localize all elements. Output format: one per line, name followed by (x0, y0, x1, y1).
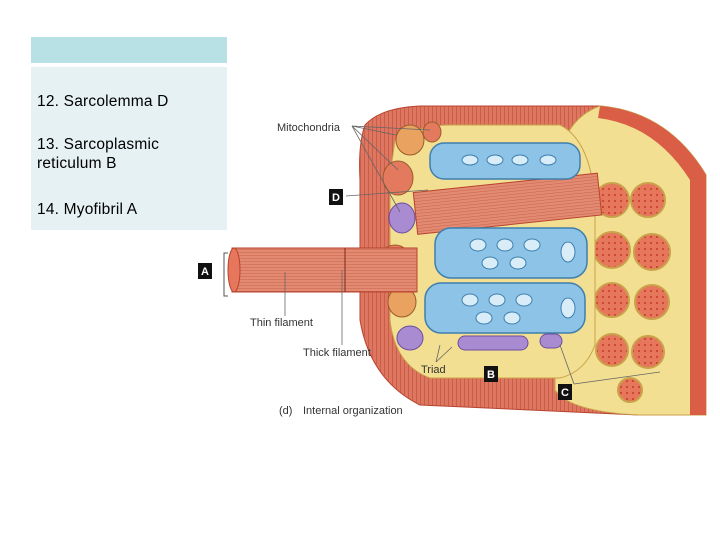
protruding-myofibril (227, 247, 418, 293)
label-thin-filament: Thin filament (250, 317, 313, 329)
leader-lines (284, 125, 661, 385)
label-thick-filament: Thick filament (303, 347, 371, 359)
caption-part: (d) (279, 405, 292, 417)
letter-key-d: D (329, 189, 343, 205)
answer-item-sarcoplasmic-reticulum: 13. Sarcoplasmic reticulum B (37, 136, 160, 172)
letter-key-c: C (558, 384, 572, 400)
svg-text:B: B (487, 369, 495, 381)
letter-key-b: B (484, 366, 498, 382)
answer-key-box: 12. Sarcolemma D 13. Sarcoplasmic reticu… (31, 67, 227, 230)
answer-item-myofibril: 14. Myofibril A (37, 201, 138, 218)
svg-text:D: D (332, 192, 340, 204)
myofibril-cross-sections (593, 182, 671, 403)
letter-key-a: A (198, 263, 212, 279)
caption-text: Internal organization (303, 405, 403, 417)
label-triad: Triad (421, 364, 446, 376)
myofibril-striped (412, 172, 603, 235)
label-mitochondria: Mitochondria (277, 122, 341, 134)
svg-text:C: C (561, 387, 569, 399)
answer-header-bar (31, 37, 227, 63)
bracket-a (223, 252, 228, 297)
svg-text:A: A (201, 266, 209, 278)
answer-item-sarcolemma: 12. Sarcolemma D (37, 93, 169, 110)
sarcoplasmic-reticulum (424, 142, 588, 351)
